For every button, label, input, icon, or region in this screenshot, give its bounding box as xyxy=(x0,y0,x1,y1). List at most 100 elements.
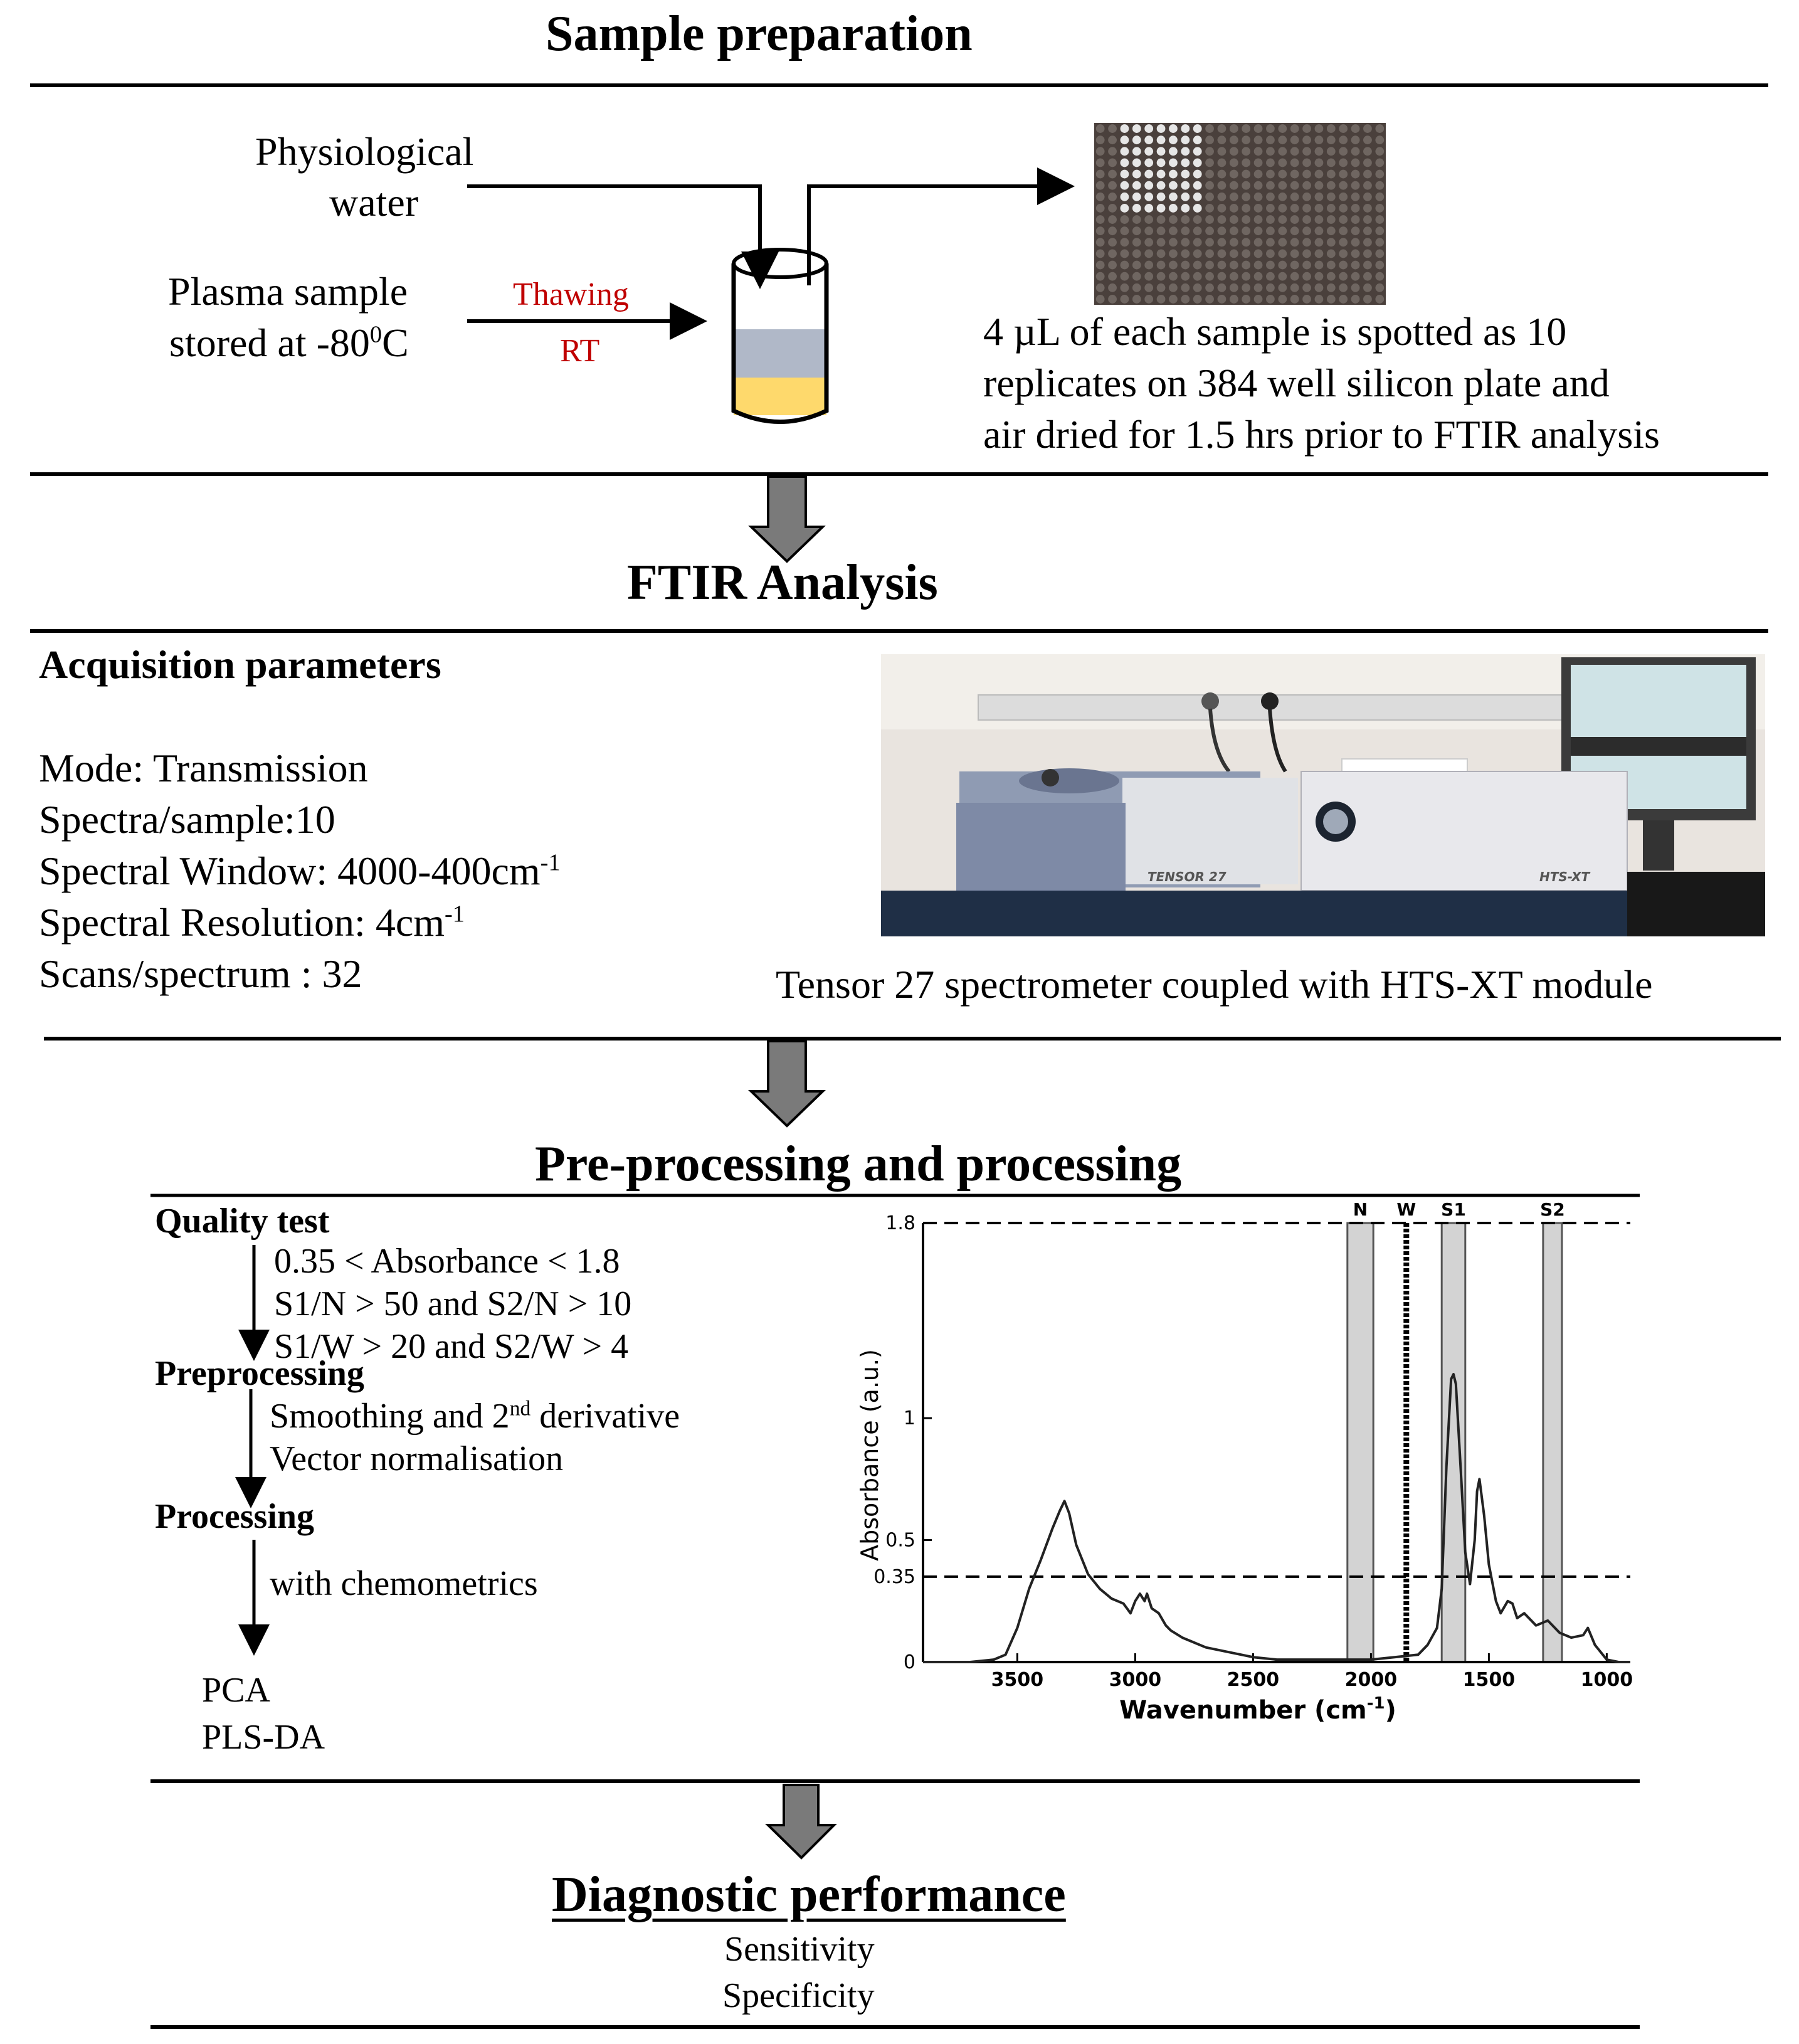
plate-well xyxy=(1314,215,1324,224)
plate-well xyxy=(1181,169,1190,179)
plate-well xyxy=(1181,295,1190,304)
plate-well xyxy=(1290,192,1299,201)
plate-well xyxy=(1375,249,1385,258)
plate-well xyxy=(1193,147,1202,156)
plate-well xyxy=(1169,260,1178,270)
plate-well xyxy=(1302,192,1311,201)
section-title: Pre-processing and processing xyxy=(535,1136,1182,1192)
plate-well xyxy=(1339,238,1348,247)
plate-well xyxy=(1351,135,1360,145)
param-resolution: Spectral Resolution: 4cm-1 xyxy=(39,900,465,945)
plate-well xyxy=(1351,124,1360,133)
x-tick-label: 2500 xyxy=(1227,1669,1280,1691)
plate-well xyxy=(1095,147,1105,156)
plate-well xyxy=(1339,204,1348,213)
plate-well xyxy=(1326,135,1336,145)
section-title: Diagnostic performance xyxy=(552,1867,1066,1922)
plate-well xyxy=(1278,249,1287,258)
plate-well xyxy=(1108,249,1117,258)
plate-well xyxy=(1326,169,1336,179)
plate-well xyxy=(1375,181,1385,190)
plate-well xyxy=(1217,226,1227,236)
plate-well xyxy=(1193,238,1202,247)
flow-arrow xyxy=(765,1784,837,1860)
plate-well xyxy=(1326,147,1336,156)
plate-well xyxy=(1375,124,1385,133)
plate-well xyxy=(1229,204,1238,213)
plate-well xyxy=(1314,135,1324,145)
plate-well xyxy=(1193,158,1202,167)
plate-well xyxy=(1205,147,1214,156)
plate-well xyxy=(1120,135,1129,145)
plate-well xyxy=(1326,215,1336,224)
plate-well xyxy=(1181,238,1190,247)
plate-well xyxy=(1193,226,1202,236)
plate-well xyxy=(1156,169,1166,179)
plate-well xyxy=(1363,260,1372,270)
plate-well xyxy=(1169,192,1178,201)
plate-well xyxy=(1193,135,1202,145)
plate-well xyxy=(1120,181,1129,190)
plate-well xyxy=(1266,135,1275,145)
plate-well xyxy=(1132,260,1141,270)
plate-well xyxy=(1314,181,1324,190)
plate-well xyxy=(1326,181,1336,190)
instrument-label: TENSOR 27 xyxy=(1147,869,1227,884)
plate-well xyxy=(1314,158,1324,167)
plate-well xyxy=(1193,260,1202,270)
diagnostic-item: Specificity xyxy=(722,1976,875,2015)
plate-well xyxy=(1229,158,1238,167)
plate-well xyxy=(1120,169,1129,179)
plate-well xyxy=(1253,260,1263,270)
plate-well xyxy=(1326,226,1336,236)
plate-well xyxy=(1253,272,1263,281)
plate-well xyxy=(1229,169,1238,179)
plate-well xyxy=(1205,204,1214,213)
plate-well xyxy=(1339,124,1348,133)
plate-well xyxy=(1217,272,1227,281)
plate-well xyxy=(1169,147,1178,156)
plate-well xyxy=(1217,192,1227,201)
plate-well xyxy=(1217,135,1227,145)
plate-well xyxy=(1144,181,1154,190)
plate-well xyxy=(1278,283,1287,292)
plate-well xyxy=(1351,192,1360,201)
plate-well xyxy=(1375,226,1385,236)
plate-well xyxy=(1169,204,1178,213)
plate-well xyxy=(1266,295,1275,304)
plate-well xyxy=(1205,181,1214,190)
plate-well xyxy=(1278,238,1287,247)
preprocessing-title: Preprocessing xyxy=(155,1354,364,1393)
plate-well xyxy=(1193,192,1202,201)
plate-well xyxy=(1156,272,1166,281)
plate-well xyxy=(1229,295,1238,304)
plate-well xyxy=(1132,192,1141,201)
plate-well xyxy=(1242,249,1251,258)
plate-well xyxy=(1253,204,1263,213)
plate-well xyxy=(1108,226,1117,236)
plate-well xyxy=(1229,124,1238,133)
param-mode: Mode: Transmission xyxy=(39,746,368,790)
plate-well xyxy=(1314,226,1324,236)
x-tick-label: 3000 xyxy=(1109,1669,1162,1691)
processing-title: Processing xyxy=(155,1497,315,1536)
plate-well xyxy=(1205,272,1214,281)
plate-well xyxy=(1266,169,1275,179)
plate-well xyxy=(1132,204,1141,213)
plate-well xyxy=(1132,169,1141,179)
plate-well xyxy=(1326,272,1336,281)
flow-arrow xyxy=(748,475,826,563)
water-label: Physiological xyxy=(255,129,474,174)
plate-well xyxy=(1120,204,1129,213)
plate-well xyxy=(1120,226,1129,236)
output-method: PLS-DA xyxy=(202,1718,325,1757)
spot-note-line: replicates on 384 well silicon plate and xyxy=(983,361,1610,405)
region-label-S1: S1 xyxy=(1441,1199,1466,1220)
plate-well xyxy=(1339,249,1348,258)
plate-well xyxy=(1217,169,1227,179)
plate-well xyxy=(1375,215,1385,224)
plate-well xyxy=(1181,249,1190,258)
param-scans: Scans/spectrum : 32 xyxy=(39,951,362,996)
plate-well xyxy=(1351,215,1360,224)
plate-well xyxy=(1108,169,1117,179)
